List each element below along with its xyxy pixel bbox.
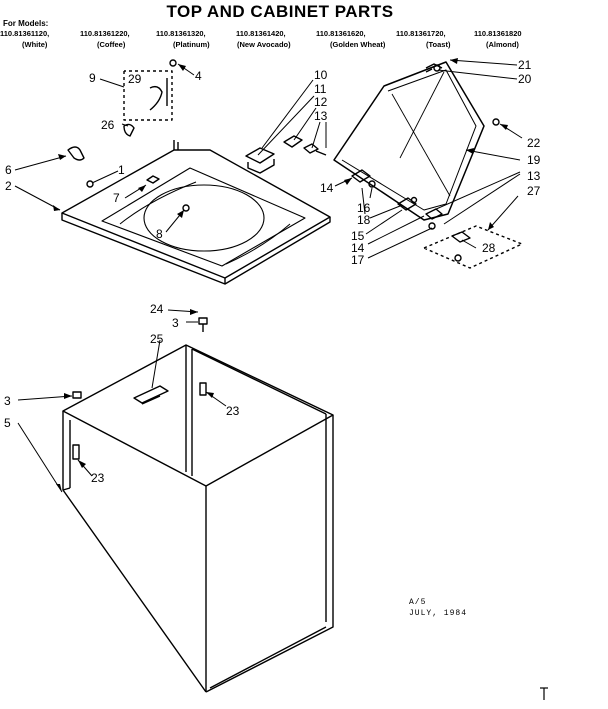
top-fasteners xyxy=(67,59,190,212)
callout-8: 8 xyxy=(156,227,163,241)
callout-21: 21 xyxy=(518,58,532,72)
model-color: (Almond) xyxy=(486,40,519,49)
callout-17: 17 xyxy=(351,253,365,267)
washer-top-panel xyxy=(61,140,331,285)
detail-box-29 xyxy=(123,70,173,121)
model-color: (Toast) xyxy=(426,40,451,49)
model-number: 110.81361820 xyxy=(474,29,522,38)
callout-16: 16 xyxy=(357,201,371,215)
callout-1: 1 xyxy=(118,163,125,177)
callout-23: 23 xyxy=(226,404,240,418)
arrowheads xyxy=(53,58,508,492)
callout-5: 5 xyxy=(4,416,11,430)
callout-13: 13 xyxy=(314,109,328,123)
callout-11: 11 xyxy=(314,82,327,96)
leader-lines xyxy=(14,59,523,493)
model-color: (Coffee) xyxy=(97,40,126,49)
callout-27: 27 xyxy=(527,184,541,198)
model-number: 110.81361120, xyxy=(0,29,50,38)
callout-13: 13 xyxy=(527,169,541,183)
callout-29: 29 xyxy=(128,72,142,86)
model-number: 110.81361320, xyxy=(156,29,206,38)
callout-3: 3 xyxy=(172,316,179,330)
lid-hinge-parts xyxy=(351,169,443,230)
callout-26: 26 xyxy=(101,118,115,132)
model-number: 110.81361220, xyxy=(80,29,130,38)
callout-22: 22 xyxy=(527,136,541,150)
callout-25: 25 xyxy=(150,332,164,346)
callout-12: 12 xyxy=(314,95,328,109)
model-number: 110.81361420, xyxy=(236,29,286,38)
model-number: 110.81361620, xyxy=(316,29,366,38)
callout-15: 15 xyxy=(351,229,365,243)
revision-code: A/5 xyxy=(409,598,427,607)
callout-24: 24 xyxy=(150,302,164,316)
callout-20: 20 xyxy=(518,72,532,86)
corner-mark xyxy=(540,687,548,700)
model-color: (White) xyxy=(22,40,48,49)
model-color: (Platinum) xyxy=(173,40,210,49)
callout-14: 14 xyxy=(351,241,365,255)
callout-labels: 4 9 29 26 6 1 2 7 8 10 11 12 13 14 21 20… xyxy=(4,58,541,485)
cabinet-fasteners xyxy=(72,317,208,460)
callout-23: 23 xyxy=(91,471,105,485)
revision-date: JULY, 1984 xyxy=(409,609,468,618)
callout-19: 19 xyxy=(527,153,541,167)
model-color: (Golden Wheat) xyxy=(330,40,386,49)
callout-18: 18 xyxy=(357,213,371,227)
page-title: TOP AND CABINET PARTS xyxy=(166,2,394,21)
model-color: (New Avocado) xyxy=(237,40,291,49)
washer-cabinet xyxy=(62,344,334,693)
callout-4: 4 xyxy=(195,69,202,83)
model-number: 110.81361720, xyxy=(396,29,446,38)
callout-28: 28 xyxy=(482,241,496,255)
callout-2: 2 xyxy=(5,179,12,193)
callout-10: 10 xyxy=(314,68,328,82)
washer-lid xyxy=(333,61,500,221)
switch-assembly-parts xyxy=(245,135,327,174)
callout-9: 9 xyxy=(89,71,96,85)
callout-6: 6 xyxy=(5,163,12,177)
for-models-label: For Models: xyxy=(3,19,49,28)
callout-7: 7 xyxy=(113,191,120,205)
detail-box-28 xyxy=(423,225,523,269)
callout-3: 3 xyxy=(4,394,11,408)
callout-14: 14 xyxy=(320,181,334,195)
